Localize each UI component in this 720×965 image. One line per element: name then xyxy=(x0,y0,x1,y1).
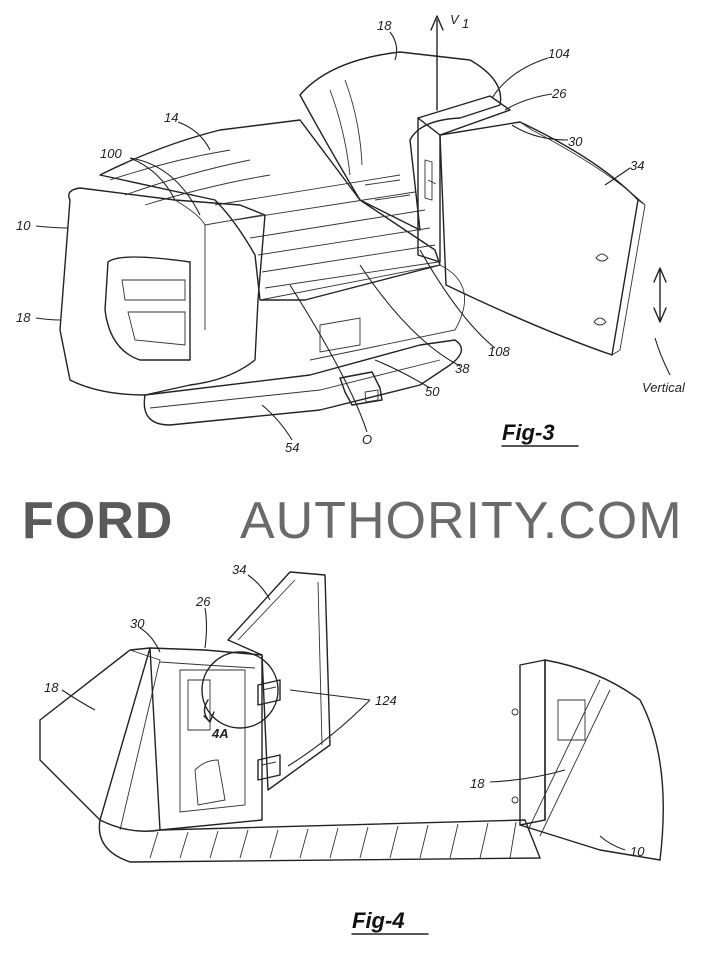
fig3-label-50: 50 xyxy=(425,384,440,399)
fig3-label-34: 34 xyxy=(630,158,644,173)
fig3-label-v1: V xyxy=(450,12,460,27)
fig4-leader-lines xyxy=(62,575,625,850)
fig3-near-bedside xyxy=(60,188,265,395)
fig4-bed-floor xyxy=(99,820,540,862)
fig3-label-v1-subscript: 1 xyxy=(462,16,469,31)
fig3-drawing: 18 V 1 104 26 30 34 14 100 10 18 Vertica… xyxy=(16,12,686,455)
fig4-right-pillar xyxy=(520,660,545,825)
fig3-label-18a: 18 xyxy=(377,18,392,33)
fig4-floor-ribs xyxy=(150,822,516,858)
fig3-label-10: 10 xyxy=(16,218,31,233)
fig3-labels: 18 V 1 104 26 30 34 14 100 10 18 Vertica… xyxy=(16,12,686,455)
fig4-caption: Fig-4 xyxy=(352,908,405,933)
fig4-door-panel xyxy=(228,572,330,790)
fig4-label-18a: 18 xyxy=(44,680,59,695)
fig4-right-bedside xyxy=(520,660,663,860)
fig3-label-104: 104 xyxy=(548,46,570,61)
fig4-label-18b: 18 xyxy=(470,776,485,791)
fig3-bed-side-far xyxy=(300,52,501,230)
fig3-leader-lines xyxy=(36,32,670,440)
watermark-brand-ford: FORD xyxy=(22,492,173,550)
fig3-label-38: 38 xyxy=(455,361,470,376)
fig3-label-30: 30 xyxy=(568,134,583,149)
fig4-left-bedside xyxy=(40,648,150,820)
fig3-tailgate-frame xyxy=(418,96,510,135)
fig3-label-vertical: Vertical xyxy=(642,380,686,395)
fig4-label-26: 26 xyxy=(195,594,211,609)
fig3-label-54: 54 xyxy=(285,440,299,455)
fig4-label-34: 34 xyxy=(232,562,246,577)
fig4-label-4a: 4A xyxy=(211,726,229,741)
fig4-drawing: 34 26 30 18 124 4A 18 10 Fig-4 xyxy=(40,562,663,934)
fig3-label-14: 14 xyxy=(164,110,178,125)
ford-authority-watermark: FORD AUTHORITY.COM xyxy=(22,492,683,550)
fig3-door-panel xyxy=(440,122,638,355)
fig3-label-o: O xyxy=(362,432,372,447)
fig3-label-18b: 18 xyxy=(16,310,31,325)
fig3-caption: Fig-3 xyxy=(502,420,555,445)
fig3-bed-floor xyxy=(100,120,440,300)
fig3-label-108: 108 xyxy=(488,344,510,359)
fig4-label-124: 124 xyxy=(375,693,397,708)
fig4-labels: 34 26 30 18 124 4A 18 10 xyxy=(44,562,645,859)
watermark-brand-authority: AUTHORITY.COM xyxy=(240,492,683,550)
fig3-rear-bumper xyxy=(144,340,461,425)
fig3-label-100: 100 xyxy=(100,146,122,161)
fig4-label-10: 10 xyxy=(630,844,645,859)
fig4-label-30: 30 xyxy=(130,616,145,631)
fig3-label-26: 26 xyxy=(551,86,567,101)
fig4-detail-circle xyxy=(202,652,278,728)
